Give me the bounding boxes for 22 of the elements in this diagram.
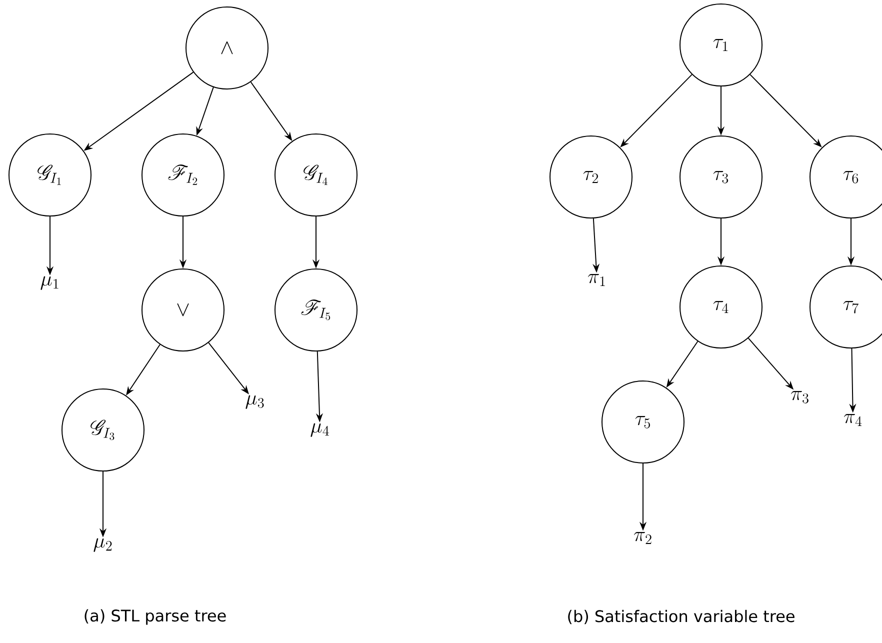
circle-node: $\mathscr{G}_{I_1}$ bbox=[8, 134, 92, 216]
circle-node: $\tau_5$ bbox=[602, 380, 684, 464]
circle-node: $\wedge$ bbox=[186, 6, 268, 90]
leaf-label: $\pi_3$ bbox=[791, 390, 808, 404]
circle-node: $\mathscr{F}_{I_5}$ bbox=[274, 268, 358, 352]
leaf-label: $\mu_2$ bbox=[94, 538, 112, 552]
leaf-label: $\pi_4$ bbox=[844, 414, 862, 426]
circle-node: $\mathscr{G}_{I_3}$ bbox=[62, 388, 144, 472]
leaf-label: $\pi_2$ bbox=[634, 532, 652, 544]
circle-node: $\tau_2$ bbox=[550, 136, 632, 218]
circle-node: $\mathscr{F}_{I_2}$ bbox=[142, 134, 224, 216]
leaf-label: $\pi_1$ bbox=[588, 274, 605, 286]
circle-node: $\tau_1$ bbox=[680, 4, 762, 86]
caption: (b) Satisfaction variable tree bbox=[568, 610, 794, 624]
leaf-label: $\mu_1$ bbox=[40, 276, 58, 290]
circle-node: $\vee$ bbox=[142, 268, 224, 352]
circle-node: $\mathscr{G}_{I_4}$ bbox=[274, 134, 358, 216]
leaf-label: $\mu_4$ bbox=[310, 423, 329, 437]
caption: (a) STL parse tree bbox=[84, 609, 226, 625]
leaf-label: $\mu_3$ bbox=[246, 395, 264, 409]
circle-node: $\tau_3$ bbox=[680, 136, 762, 218]
circle-node: $\tau_4$ bbox=[680, 266, 762, 348]
